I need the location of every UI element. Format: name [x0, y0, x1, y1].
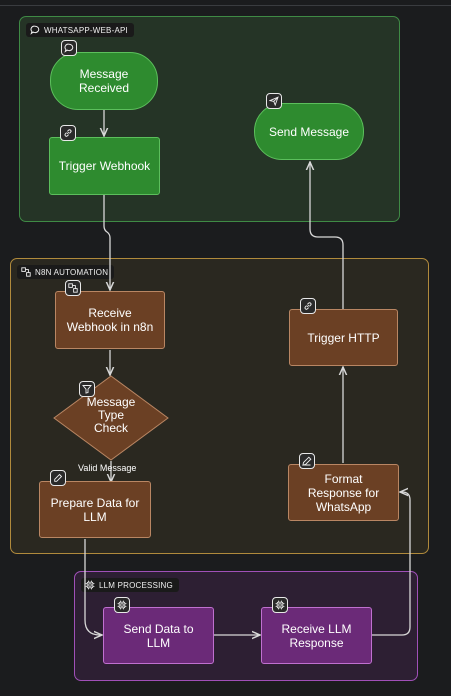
node-format-response[interactable]: Format Response for WhatsApp — [288, 464, 399, 521]
workflow-icon — [21, 267, 31, 277]
chip-icon — [114, 597, 130, 613]
group-label-n8n: N8N AUTOMATION — [17, 265, 115, 279]
group-label-whatsapp: WHATSAPP-WEB-API — [26, 23, 134, 37]
edit-icon — [50, 470, 66, 486]
diamond-shape — [53, 375, 169, 461]
link-icon — [60, 125, 76, 141]
node-trigger-webhook[interactable]: Trigger Webhook — [49, 137, 160, 195]
edge-prepare-to-send — [84, 539, 102, 635]
top-divider — [0, 5, 451, 6]
chip-icon — [272, 597, 288, 613]
node-prepare-data[interactable]: Prepare Data for LLM — [39, 481, 151, 538]
chat-bubble-icon — [30, 25, 40, 35]
filter-icon — [79, 381, 95, 397]
chat-bubble-icon — [61, 40, 77, 56]
node-trigger-http[interactable]: Trigger HTTP — [289, 309, 398, 366]
edge-receive-to-format — [372, 492, 411, 636]
pencil-icon — [299, 453, 315, 469]
node-receive-llm-response[interactable]: Receive LLM Response — [261, 607, 372, 664]
link-icon — [300, 298, 316, 314]
edge-webhook-to-n8n — [103, 195, 110, 290]
node-message-type-check[interactable]: Message Type Check — [53, 375, 169, 461]
chip-icon — [85, 580, 95, 590]
edge-http-to-send — [310, 162, 344, 309]
node-send-message[interactable]: Send Message — [254, 103, 364, 160]
send-icon — [266, 93, 282, 109]
workflow-icon — [65, 280, 81, 296]
node-message-received[interactable]: Message Received — [50, 52, 158, 110]
node-send-data-to-llm[interactable]: Send Data to LLM — [103, 607, 214, 664]
node-receive-webhook-n8n[interactable]: Receive Webhook in n8n — [55, 291, 165, 349]
edge-label-valid-message: Valid Message — [78, 463, 137, 473]
group-label-llm: LLM PROCESSING — [81, 578, 179, 592]
decision-label: Message Type Check — [86, 395, 136, 435]
